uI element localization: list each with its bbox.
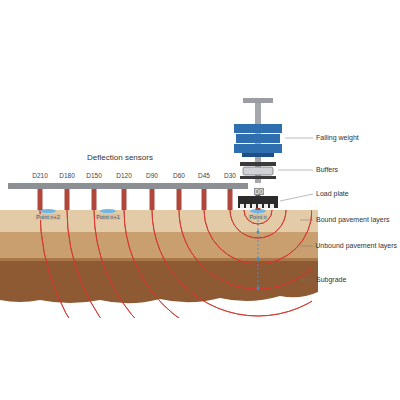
- deflection-waves: [40, 210, 312, 318]
- axis-marker: [257, 258, 260, 261]
- plate-foot: [240, 204, 244, 208]
- deflection-wave: [179, 210, 312, 289]
- deflection-axis: [258, 212, 259, 290]
- part-label: Unbound pavement layers: [315, 242, 397, 250]
- part-label: Bound pavement layers: [316, 216, 390, 224]
- part-label: Subgrade: [316, 276, 346, 284]
- sensor-post: [228, 189, 233, 210]
- weight-block: [234, 124, 282, 133]
- plate-foot: [258, 204, 262, 208]
- sensor-label: D150: [86, 172, 102, 179]
- part-label: Falling weight: [316, 134, 359, 142]
- sensor-post: [92, 189, 97, 210]
- leader-line: [300, 220, 313, 221]
- point-label: Point n+2: [35, 214, 60, 220]
- sensor-label: D30: [224, 172, 236, 179]
- layer-boundary: [0, 258, 320, 261]
- section-heading: Deflection sensors: [87, 153, 153, 162]
- weight-base: [242, 153, 274, 157]
- sensor-post: [202, 189, 207, 210]
- axis-marker: [257, 231, 260, 234]
- deflection-wave: [67, 210, 312, 318]
- load-plate: [238, 196, 278, 208]
- deflection-wave: [152, 210, 312, 316]
- sensor-beam: [8, 183, 248, 189]
- load-plate-feet: [240, 204, 274, 208]
- sensor-label: D45: [198, 172, 210, 179]
- leader-line: [300, 280, 313, 281]
- deflection-wave: [40, 210, 312, 318]
- part-label: Load plate: [316, 190, 349, 198]
- point-label: Point n+1: [95, 214, 120, 220]
- sensor-label: D0: [254, 188, 264, 195]
- point-label: Point n: [248, 214, 267, 220]
- sensor-post: [177, 189, 182, 210]
- leader-line: [280, 194, 313, 201]
- deflection-wave: [124, 210, 312, 318]
- bound-layer: [0, 210, 320, 232]
- plate-foot: [252, 204, 256, 208]
- plate-foot: [264, 204, 268, 208]
- buffer-plate: [240, 176, 276, 179]
- weight-block: [236, 134, 280, 143]
- leader-line: [278, 170, 313, 171]
- sensor-label: D180: [59, 172, 75, 179]
- sensor-label: D60: [173, 172, 185, 179]
- sensor-label: D120: [116, 172, 132, 179]
- top-cap: [243, 98, 273, 103]
- sensor-post: [150, 189, 155, 210]
- buffer: [240, 162, 276, 166]
- sensor-label: D90: [146, 172, 158, 179]
- pavement-layers: [0, 210, 320, 310]
- part-label: Buffers: [316, 166, 338, 174]
- sensor-post: [122, 189, 127, 210]
- axis-marker: [257, 287, 260, 290]
- plate-foot: [270, 204, 274, 208]
- sensor-post: [38, 189, 43, 210]
- unbound-layer: [0, 232, 320, 260]
- weight-block: [234, 144, 282, 153]
- buffer: [243, 167, 273, 175]
- leader-line: [300, 246, 313, 247]
- sensor-label: D210: [32, 172, 48, 179]
- measure-point: [100, 209, 116, 213]
- plate-foot: [246, 204, 250, 208]
- sensor-post: [65, 189, 70, 210]
- sensor-posts: [38, 189, 261, 210]
- deflection-wave: [94, 210, 312, 318]
- leader-line: [285, 138, 313, 139]
